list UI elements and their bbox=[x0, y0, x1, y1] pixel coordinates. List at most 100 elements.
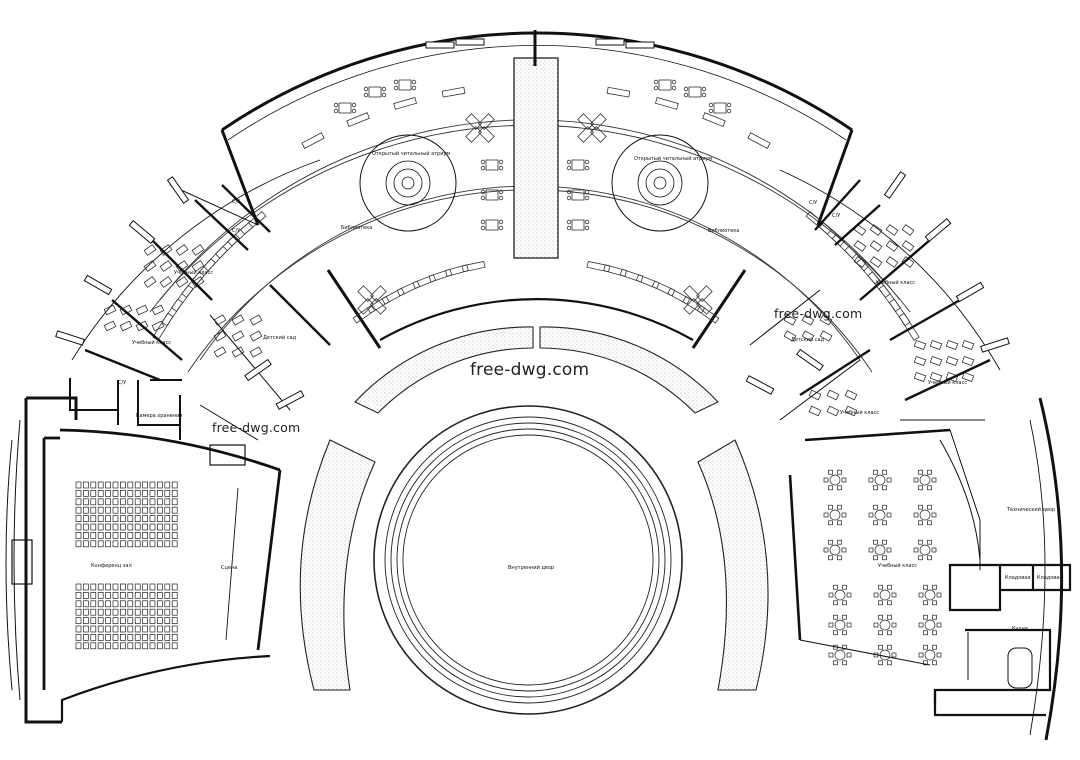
library-wing bbox=[220, 30, 854, 349]
seat bbox=[134, 608, 141, 616]
seat bbox=[90, 523, 97, 531]
seat bbox=[105, 523, 111, 531]
chair bbox=[918, 485, 923, 491]
room-label-wc-4: С/У bbox=[809, 200, 818, 206]
chair bbox=[873, 622, 879, 628]
seat bbox=[90, 498, 97, 506]
seat bbox=[157, 532, 163, 539]
chair bbox=[833, 600, 838, 606]
chair bbox=[833, 614, 838, 620]
desk bbox=[929, 355, 943, 367]
bookshelf bbox=[878, 284, 901, 312]
dining-table bbox=[879, 619, 891, 631]
chair bbox=[873, 520, 878, 526]
bookshelf bbox=[651, 280, 676, 297]
dining-table bbox=[834, 649, 846, 661]
seat bbox=[134, 506, 141, 514]
seat bbox=[157, 498, 163, 506]
desk bbox=[143, 260, 157, 272]
seat bbox=[75, 600, 82, 608]
chair bbox=[887, 600, 892, 606]
facade-column bbox=[425, 41, 455, 49]
bookshelf bbox=[619, 268, 644, 283]
seat bbox=[97, 600, 104, 608]
chair bbox=[918, 469, 923, 475]
seat bbox=[149, 498, 156, 506]
desk bbox=[213, 314, 227, 326]
seat bbox=[120, 592, 126, 599]
table bbox=[338, 102, 352, 114]
bookshelf bbox=[831, 233, 858, 259]
chair bbox=[873, 485, 878, 491]
room-label-inner-courtyard: Внутренний двор bbox=[508, 565, 555, 571]
desk bbox=[885, 224, 899, 236]
desk bbox=[175, 244, 189, 256]
chair bbox=[927, 555, 932, 561]
chair bbox=[918, 539, 923, 545]
chair bbox=[498, 219, 504, 225]
seat bbox=[171, 481, 178, 489]
desk bbox=[213, 346, 227, 358]
desk bbox=[249, 346, 263, 358]
seat bbox=[149, 515, 156, 522]
chair bbox=[701, 92, 707, 98]
seat bbox=[171, 600, 178, 608]
seat bbox=[120, 625, 126, 633]
seat bbox=[164, 608, 171, 616]
bookshelf bbox=[412, 274, 437, 290]
seat bbox=[164, 515, 171, 522]
seat bbox=[164, 583, 171, 591]
seat bbox=[134, 583, 141, 591]
facade-column bbox=[244, 358, 272, 382]
desk bbox=[357, 285, 374, 302]
seat bbox=[134, 481, 141, 489]
seat bbox=[149, 540, 156, 548]
chair bbox=[878, 644, 883, 650]
seat bbox=[97, 532, 104, 539]
seat bbox=[164, 532, 171, 539]
seat bbox=[120, 532, 126, 539]
seat bbox=[171, 532, 178, 539]
chair bbox=[653, 79, 659, 85]
dining-table bbox=[879, 589, 891, 601]
chair bbox=[828, 539, 833, 545]
seat bbox=[149, 617, 156, 624]
chair bbox=[878, 600, 883, 606]
chair bbox=[363, 86, 369, 92]
room-label-wc-2: С/У bbox=[232, 228, 241, 234]
seat bbox=[83, 600, 89, 608]
desk bbox=[478, 126, 495, 143]
chair bbox=[932, 660, 937, 666]
seat bbox=[134, 490, 141, 497]
seat bbox=[112, 515, 119, 522]
chair bbox=[927, 469, 932, 475]
chair bbox=[927, 485, 932, 491]
seat bbox=[157, 592, 163, 599]
chair bbox=[480, 159, 486, 165]
bookshelf bbox=[396, 280, 421, 297]
seat bbox=[90, 532, 97, 539]
seat bbox=[75, 481, 82, 489]
seat bbox=[127, 583, 134, 591]
seat bbox=[157, 583, 163, 591]
seat bbox=[97, 515, 104, 522]
chair bbox=[653, 85, 659, 91]
seat bbox=[149, 523, 156, 531]
chair bbox=[936, 592, 942, 598]
chair bbox=[878, 630, 883, 636]
seat bbox=[75, 523, 82, 531]
chair bbox=[333, 102, 339, 108]
chair bbox=[837, 520, 842, 526]
seat bbox=[149, 506, 156, 514]
chair bbox=[931, 547, 937, 553]
seat bbox=[83, 523, 89, 531]
chair bbox=[566, 195, 572, 201]
table bbox=[688, 86, 702, 98]
seat bbox=[171, 523, 178, 531]
seat bbox=[142, 532, 148, 539]
seat bbox=[157, 490, 163, 497]
chair bbox=[833, 660, 838, 666]
chair bbox=[887, 660, 892, 666]
bookshelf bbox=[239, 211, 267, 235]
desk bbox=[901, 240, 915, 252]
